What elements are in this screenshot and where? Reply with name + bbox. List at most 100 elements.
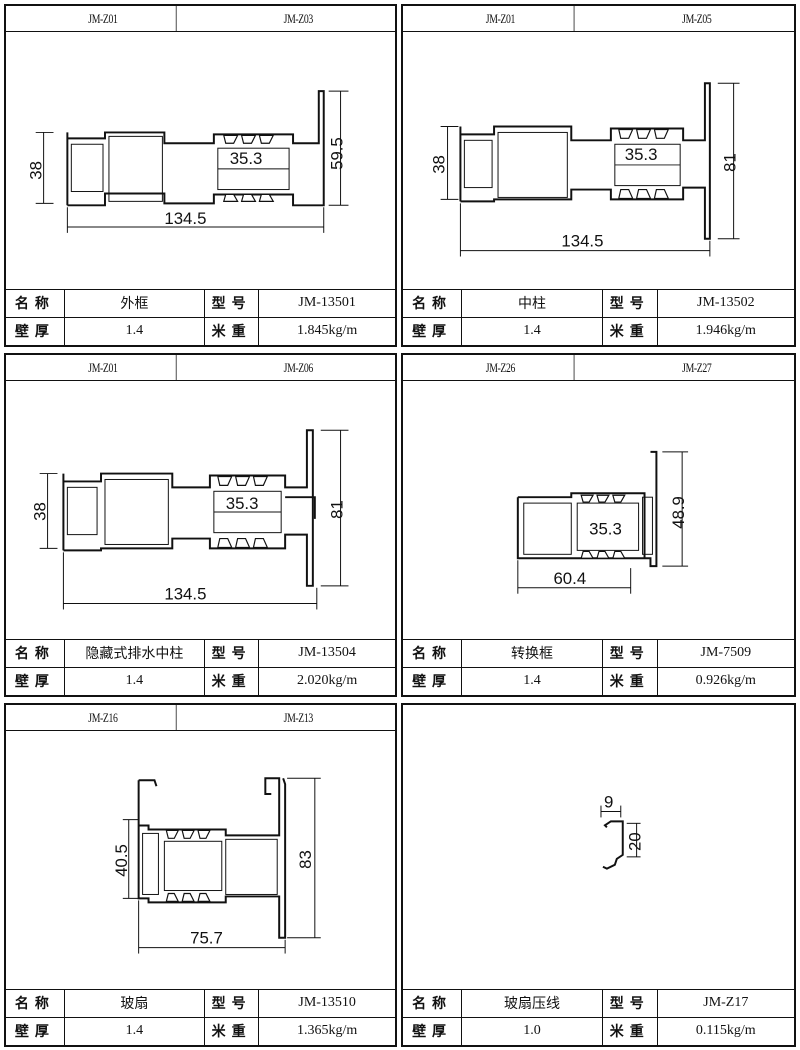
dimension-height-left: 38 [430,155,449,174]
profile-weight: 1.365kg/m [258,1016,395,1045]
label-model: 型号 [203,988,260,1018]
profile-spec-table: 名称 外框 型号 JM-13501 壁厚 1.4 米重 1.845kg/m [6,288,395,345]
label-model: 型号 [601,288,658,318]
label-weight: 米重 [601,316,658,345]
label-name: 名称 [403,288,463,318]
profile-weight: 1.946kg/m [656,316,794,345]
profile-spec-table: 名称 隐藏式排水中柱 型号 JM-13504 壁厚 1.4 米重 2.020kg… [6,638,395,695]
dimension-height-right: 81 [721,153,740,172]
label-name: 名称 [403,638,463,668]
dimension-height-right: 83 [296,850,315,869]
profile-drawing: 35.3 134.5 38 81 [403,32,794,289]
profile-name: 中柱 [461,288,603,318]
profile-wall-thickness: 1.0 [461,1016,603,1045]
dimension-height-left: 38 [27,161,46,180]
label-wall-thickness: 壁厚 [6,1016,65,1045]
profile-codes-header: JM-Z16 JM-Z13 [6,705,395,731]
label-name: 名称 [6,288,65,318]
dimension-width: 134.5 [561,232,603,251]
profile-drawing: 75.7 40.5 83 [6,731,395,989]
label-model: 型号 [203,638,260,668]
profile-model: JM-Z17 [656,988,794,1018]
profile-model: JM-13510 [258,988,395,1018]
profile-drawing: 35.3 134.5 38 81 [6,381,395,639]
profile-name: 玻扇 [63,988,205,1018]
label-model: 型号 [601,638,658,668]
profile-weight: 0.115kg/m [656,1016,794,1045]
dimension-insulation: 35.3 [230,149,263,168]
label-wall-thickness: 壁厚 [403,666,463,695]
profile-model: JM-13501 [258,288,395,318]
dimension-height-left: 40.5 [112,844,131,877]
dimension-height-right: 48.9 [669,496,688,529]
profile-spec-table: 名称 玻扇压线 型号 JM-Z17 壁厚 1.0 米重 0.115kg/m [403,988,794,1045]
dimension-width: 134.5 [164,585,206,604]
profile-wall-thickness: 1.4 [63,1016,205,1045]
label-name: 名称 [6,638,65,668]
profile-code: JM-Z05 [681,11,712,26]
profile-drawing: 9 20 [403,705,794,989]
profile-code: JM-Z01 [30,6,177,31]
profile-card-jm-13502: JM-Z01 JM-Z05 35.3 134.5 38 81 [401,4,796,347]
profile-name: 转换框 [461,638,603,668]
label-wall-thickness: 壁厚 [403,1016,463,1045]
dimension-width: 134.5 [164,209,206,228]
dimension-height-right: 81 [328,500,347,519]
profile-codes-header: JM-Z26 JM-Z27 [403,355,794,381]
profile-codes-header: JM-Z01 JM-Z03 [6,6,395,32]
label-weight: 米重 [203,316,260,345]
profile-drawing: 35.3 134.5 38 59.5 [6,32,395,289]
profile-drawing: 35.3 60.4 48.9 [403,381,794,639]
dimension-width: 75.7 [190,929,223,948]
profile-codes-header: JM-Z01 JM-Z05 [403,6,794,32]
profile-code: JM-Z26 [427,355,575,380]
dimension-insulation: 35.3 [625,145,658,164]
dimension-height-left: 38 [31,502,50,521]
dimension-insulation: 35.3 [589,520,622,539]
profile-model: JM-13504 [258,638,395,668]
profile-wall-thickness: 1.4 [63,666,205,695]
profile-card-jm-7509: JM-Z26 JM-Z27 35.3 60.4 48.9 名称 转换框 型号 [401,353,796,697]
profile-codes-header: JM-Z01 JM-Z06 [6,355,395,381]
dimension-width: 60.4 [553,569,586,588]
label-weight: 米重 [601,1016,658,1045]
label-wall-thickness: 壁厚 [6,666,65,695]
profile-code: JM-Z01 [30,355,177,380]
dimension-insulation: 35.3 [226,494,259,513]
profile-wall-thickness: 1.4 [63,316,205,345]
profile-card-jm-13510: JM-Z16 JM-Z13 75.7 40.5 83 名称 [4,703,397,1047]
label-weight: 米重 [601,666,658,695]
profile-name: 隐藏式排水中柱 [63,638,205,668]
profile-model: JM-13502 [656,288,794,318]
label-wall-thickness: 壁厚 [6,316,65,345]
profile-code: JM-Z16 [30,705,177,730]
label-wall-thickness: 壁厚 [403,316,463,345]
profile-spec-table: 名称 转换框 型号 JM-7509 壁厚 1.4 米重 0.926kg/m [403,638,794,695]
profile-name: 玻扇压线 [461,988,603,1018]
profile-code: JM-Z13 [283,710,313,725]
profile-name: 外框 [63,288,205,318]
label-model: 型号 [601,988,658,1018]
profile-wall-thickness: 1.4 [461,666,603,695]
profile-spec-table: 名称 玻扇 型号 JM-13510 壁厚 1.4 米重 1.365kg/m [6,988,395,1045]
dimension-width: 9 [604,793,613,812]
profile-weight: 2.020kg/m [258,666,395,695]
profile-card-jm-13501: JM-Z01 JM-Z03 35.3 134.5 38 [4,4,397,347]
profile-card-jm-13504: JM-Z01 JM-Z06 35.3 134.5 38 81 [4,353,397,697]
profile-spec-table: 名称 中柱 型号 JM-13502 壁厚 1.4 米重 1.946kg/m [403,288,794,345]
dimension-height-right: 20 [626,832,645,851]
profile-weight: 0.926kg/m [656,666,794,695]
profile-weight: 1.845kg/m [258,316,395,345]
label-weight: 米重 [203,1016,260,1045]
profile-model: JM-7509 [656,638,794,668]
label-name: 名称 [6,988,65,1018]
profile-code: JM-Z03 [283,11,313,26]
label-name: 名称 [403,988,463,1018]
profile-code: JM-Z27 [681,360,712,375]
profile-code: JM-Z06 [283,360,313,375]
dimension-height-right: 59.5 [328,137,347,170]
label-model: 型号 [203,288,260,318]
profile-wall-thickness: 1.4 [461,316,603,345]
profile-card-jm-z17: 9 20 名称 玻扇压线 型号 JM-Z17 壁厚 1.0 米重 0.115kg… [401,703,796,1047]
profile-code: JM-Z01 [427,6,575,31]
